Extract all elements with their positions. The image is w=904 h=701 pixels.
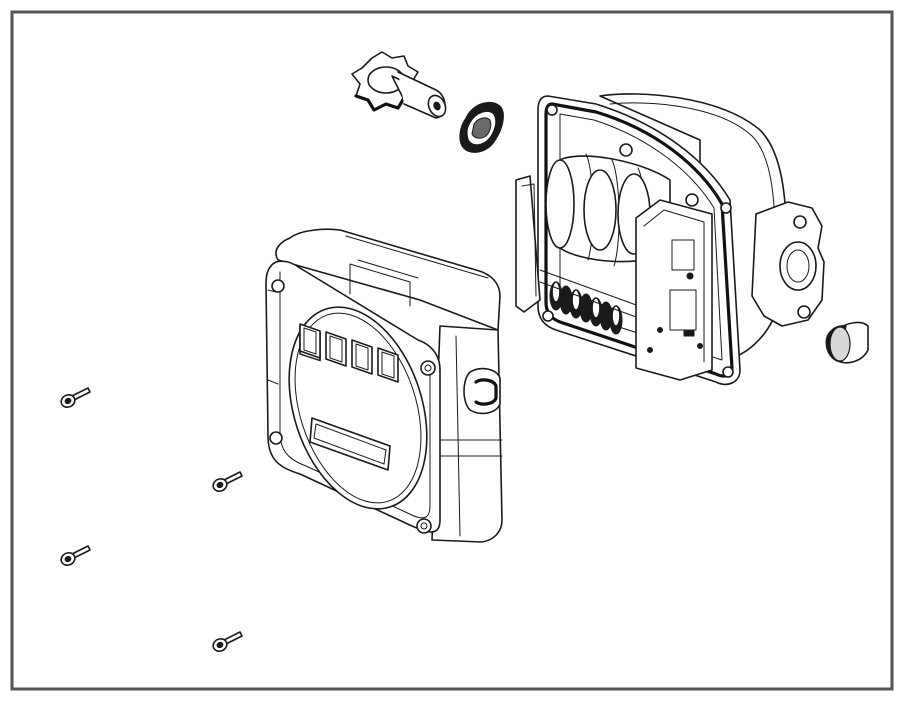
- side-plug-cap: [825, 321, 869, 364]
- actuator-housing: [515, 93, 825, 386]
- cover-screw: [60, 545, 91, 566]
- digit-windows: [299, 323, 399, 383]
- cover-screw: [212, 471, 243, 492]
- knob-seal-gasket: [459, 102, 504, 153]
- cover-screw: [212, 631, 243, 652]
- star-knob: [351, 51, 447, 119]
- spring-stack: [539, 269, 651, 335]
- display-cover: [265, 228, 503, 543]
- cover-screw: [60, 387, 91, 408]
